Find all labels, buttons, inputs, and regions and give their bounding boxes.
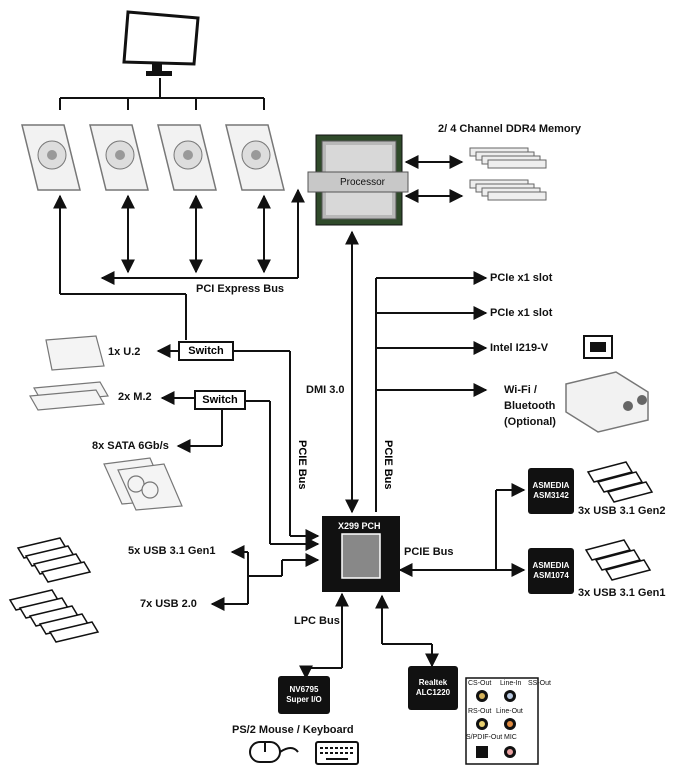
pch-chip <box>322 516 400 592</box>
audio-line-out-label: Line-Out <box>496 708 523 715</box>
lpc-bus-label: LPC Bus <box>294 615 340 627</box>
gpu-icon <box>89 124 149 191</box>
audio-cs-out-label: CS-Out <box>468 680 492 687</box>
memory-label: 2/ 4 Channel DDR4 Memory <box>438 123 582 135</box>
usb-gen1-3x-label: 3x USB 3.1 Gen1 <box>578 587 666 599</box>
wifi-label-line1: Wi-Fi / <box>504 384 537 396</box>
asmedia-top-brand: ASMEDIA <box>532 481 570 490</box>
memory-modules <box>469 147 547 201</box>
pch-label: X299 PCH <box>338 521 381 531</box>
lan-port-icon <box>583 335 613 359</box>
audio-line-in-label: Line-In <box>500 680 522 687</box>
audio-rs-out-label: RS-Out <box>468 708 492 715</box>
asmedia-bottom-brand: ASMEDIA <box>532 561 570 570</box>
keyboard-icon <box>315 741 359 765</box>
monitor-connector-lines <box>59 78 265 110</box>
u2-drive-icon <box>45 335 105 371</box>
pcie-bus-left-label: PCIE Bus <box>296 440 308 490</box>
gpu-icon <box>225 124 285 191</box>
audio-mic-label: MIC <box>504 734 517 741</box>
lan-label: Intel I219-V <box>490 342 549 354</box>
storage-devices <box>29 335 183 511</box>
m2-label: 2x M.2 <box>118 391 152 403</box>
realtek-model: ALC1220 <box>415 688 451 697</box>
pcie-slot-1-label: PCIe x1 slot <box>490 272 553 284</box>
gpu-icon <box>21 124 81 191</box>
processor-label: Processor <box>340 177 386 188</box>
connection-lines <box>53 155 526 680</box>
superio-chip: NV6795 Super I/O <box>278 676 330 714</box>
pcie-slot-2-label: PCIe x1 slot <box>490 307 553 319</box>
u2-label: 1x U.2 <box>108 346 141 358</box>
asmedia-asm1074-chip: ASMEDIA ASM1074 <box>528 548 574 594</box>
graphics-cards <box>21 124 285 191</box>
gpu-icon <box>157 124 217 191</box>
mouse-icon <box>249 741 299 763</box>
sata-label: 8x SATA 6Gb/s <box>92 440 169 452</box>
usb-drive-icons <box>8 461 654 643</box>
asmedia-asm3142-chip: ASMEDIA ASM3142 <box>528 468 574 514</box>
ps2-label: PS/2 Mouse / Keyboard <box>232 724 354 736</box>
processor-chip <box>307 134 409 226</box>
wifi-label-line2: Bluetooth <box>504 400 556 412</box>
pci-express-bus-label: PCI Express Bus <box>196 283 285 295</box>
usb-gen1-5x-label: 5x USB 3.1 Gen1 <box>128 545 216 557</box>
superio-model: NV6795 <box>289 685 319 694</box>
wifi-module-icon <box>565 371 649 433</box>
usb-gen2-3x-label: 3x USB 3.1 Gen2 <box>578 505 666 517</box>
audio-ss-out-label: SS-Out <box>528 680 551 687</box>
pch-bus-label: PCIE Bus <box>404 546 454 558</box>
dmi-label: DMI 3.0 <box>306 384 345 396</box>
asmedia-top-model: ASM3142 <box>533 491 569 500</box>
realtek-brand: Realtek <box>418 678 448 687</box>
audio-spdif-label: S/PDIF-Out <box>466 734 503 741</box>
pcie-bus-right-label: PCIE Bus <box>382 440 394 490</box>
asmedia-bottom-model: ASM1074 <box>533 571 569 580</box>
superio-type: Super I/O <box>286 695 322 704</box>
audio-panel <box>465 677 539 765</box>
usb2-7x-label: 7x USB 2.0 <box>140 598 197 610</box>
switch-box-2: Switch <box>194 390 246 410</box>
switch-box-1: Switch <box>178 341 234 361</box>
monitor-icon <box>122 10 200 76</box>
wifi-label-line3: (Optional) <box>504 416 556 428</box>
realtek-chip: Realtek ALC1220 <box>408 666 458 710</box>
